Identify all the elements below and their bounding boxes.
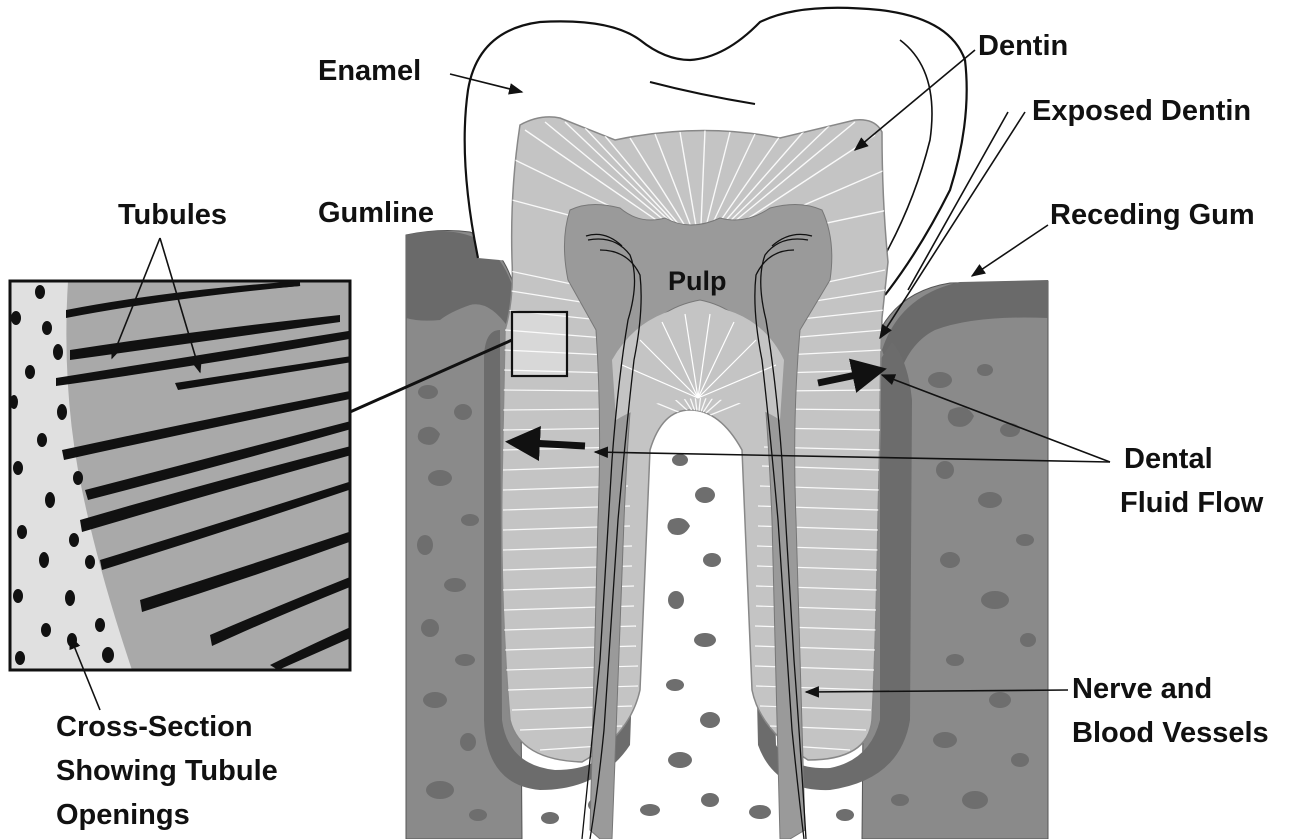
label-gumline: Gumline <box>318 194 434 232</box>
label-dentin: Dentin <box>978 27 1068 65</box>
label-pulp: Pulp <box>668 262 727 300</box>
label-nerve-line1: Nerve and <box>1072 670 1212 708</box>
label-exposed-dentin: Exposed Dentin <box>1032 92 1251 130</box>
tubule-cross-section-inset <box>10 281 355 670</box>
label-cross-section-line2: Showing Tubule <box>56 752 278 790</box>
magnified-region-box <box>512 312 567 376</box>
tooth-body <box>502 117 888 839</box>
label-dental-fluid-flow-line2: Fluid Flow <box>1120 484 1263 522</box>
label-cross-section-line1: Cross-Section <box>56 708 253 746</box>
label-tubules: Tubules <box>118 196 227 234</box>
label-dental-fluid-flow-line1: Dental <box>1124 440 1213 478</box>
label-nerve-line2: Blood Vessels <box>1072 714 1269 752</box>
label-cross-section-line3: Openings <box>56 796 190 834</box>
label-receding-gum: Receding Gum <box>1050 196 1255 234</box>
label-enamel: Enamel <box>318 52 421 90</box>
